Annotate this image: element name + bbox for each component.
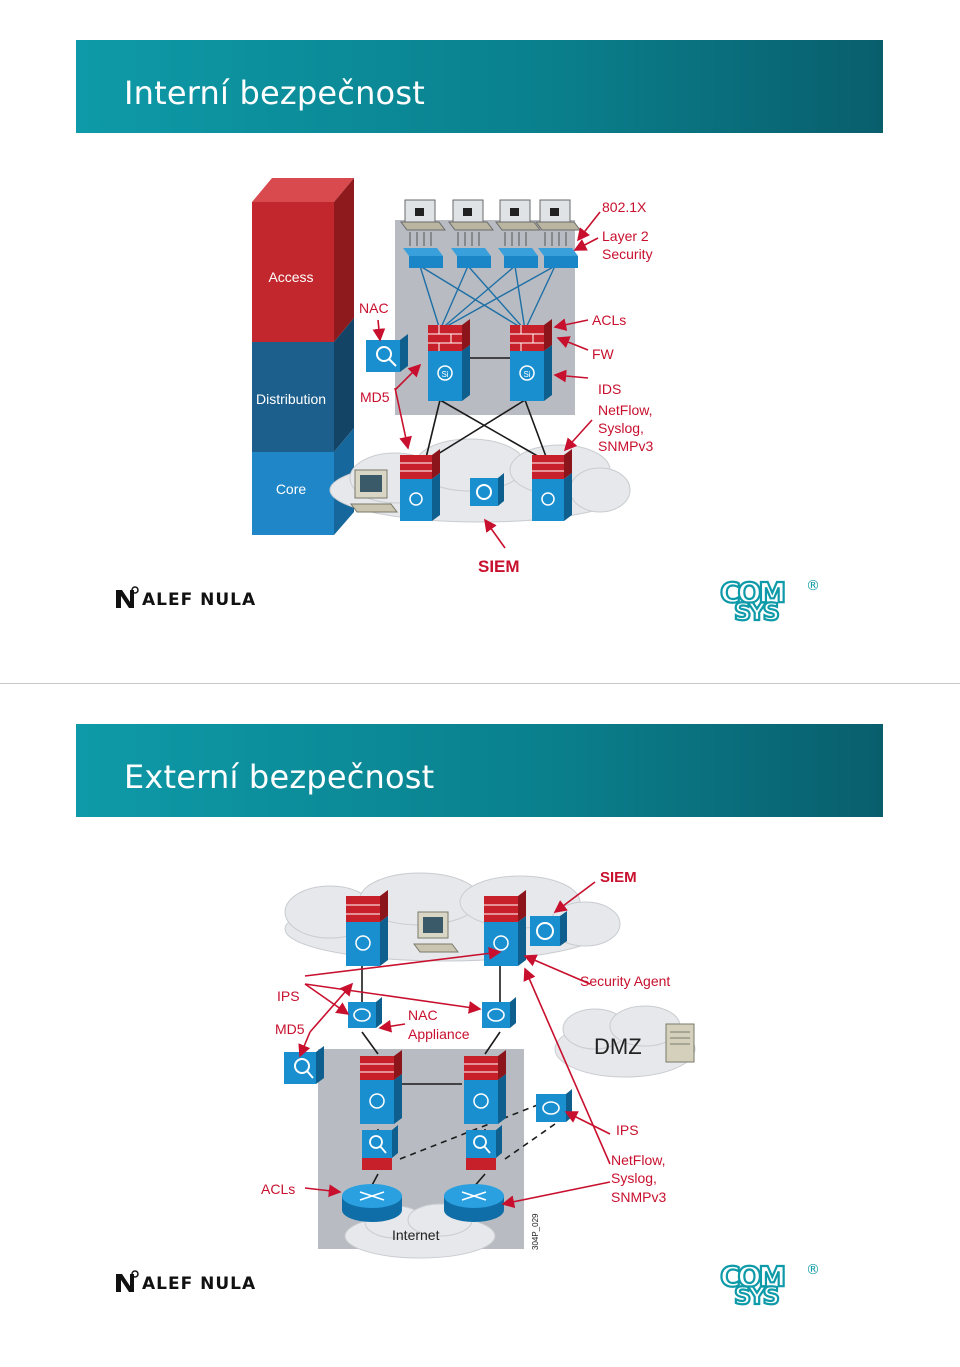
comsys-logo-top: COM (720, 1260, 784, 1293)
label-fw: FW (592, 346, 615, 362)
label-layer2-line1: Layer 2 (602, 228, 649, 244)
svg-text:Si: Si (441, 370, 448, 379)
label-siem: SIEM (600, 869, 637, 886)
annotation-arrows (372, 211, 601, 549)
management-workstation (413, 911, 459, 953)
label-syslog: Syslog, (611, 1170, 657, 1186)
firewall-module-left (362, 1125, 398, 1170)
nac-appliance (284, 1046, 324, 1084)
alef-logo-icon (116, 586, 139, 608)
comsys-registered: ® (806, 1262, 820, 1278)
layer-access-label: Access (268, 269, 313, 285)
alef-logo-text: ALEF NULA (142, 1274, 257, 1294)
dmz-ips-module (536, 1089, 572, 1122)
management-workstation (350, 469, 398, 513)
comsys-logo-bottom: SYS (734, 598, 779, 624)
dmz-server (665, 1023, 695, 1063)
svg-text:Si: Si (523, 370, 530, 379)
title-bar: Externí bezpečnost (76, 724, 883, 817)
label-syslog: Syslog, (598, 420, 644, 436)
label-security-agent: Security Agent (580, 973, 670, 989)
label-layer2-line2: Security (602, 246, 653, 262)
layer-distribution-label: Distribution (256, 391, 326, 407)
annotation-arrows (298, 881, 611, 1209)
title-bar: Interní bezpečnost (76, 40, 883, 133)
ips-module-right (482, 997, 516, 1028)
siem-sensor (530, 911, 567, 946)
edge-router-left (342, 1184, 402, 1222)
layer-stack (252, 178, 354, 535)
label-snmpv3: SNMPv3 (598, 438, 653, 454)
label-ids: IDS (598, 381, 621, 397)
label-ips-left: IPS (277, 988, 300, 1004)
label-dmz: DMZ (594, 1034, 642, 1059)
comsys-logo: COM SYS ® (719, 575, 820, 624)
ips-module-left (348, 997, 382, 1028)
internal-security-diagram: Access Distribution Core (252, 178, 653, 576)
label-acls: ACLs (592, 312, 626, 328)
label-acls: ACLs (261, 1181, 295, 1197)
alef-logo-text: ALEF NULA (142, 590, 257, 610)
distribution-switch-right: Si (510, 319, 552, 401)
label-md5: MD5 (360, 389, 390, 405)
access-uplinks (419, 265, 556, 331)
dmz-links (399, 1103, 556, 1160)
slide-title: Externí bezpečnost (124, 758, 435, 796)
edge-router-right (444, 1184, 504, 1222)
alef-logo-icon (116, 1270, 139, 1292)
layer-core-label: Core (276, 481, 307, 497)
label-snmpv3: SNMPv3 (611, 1189, 666, 1205)
label-internet: Internet (392, 1227, 440, 1243)
external-security-diagram: SIEM Security Agent IPS MD5 NAC Applianc… (261, 869, 696, 1259)
distribution-switch-left (360, 1050, 402, 1124)
comsys-logo-top: COM (720, 576, 784, 609)
label-ips-right: IPS (616, 1122, 639, 1138)
comsys-registered: ® (806, 578, 820, 594)
label-netflow: NetFlow, (611, 1152, 665, 1168)
nac-appliance (366, 334, 408, 372)
ids-sensor (470, 473, 504, 506)
figure-code: 304P_029 (531, 1213, 540, 1250)
firewall-module-right (466, 1125, 502, 1170)
distribution-switch-left: Si (428, 319, 470, 401)
core-switch-left (346, 890, 388, 966)
label-nac-line2: Appliance (408, 1026, 470, 1042)
label-nac-line1: NAC (408, 1007, 438, 1023)
comsys-logo: COM SYS ® (719, 1259, 820, 1308)
label-nac: NAC (359, 300, 389, 316)
slide-external-security: Externí bezpečnost (0, 684, 960, 1367)
label-md5: MD5 (275, 1021, 305, 1037)
label-netflow: NetFlow, (598, 402, 652, 418)
dmz-cloud (554, 1005, 696, 1078)
core-switch-right (532, 449, 572, 521)
distribution-switch-right (464, 1050, 506, 1124)
slide-internal-security: Interní bezpečnost Access Distribution C… (0, 40, 960, 684)
label-siem: SIEM (478, 557, 520, 576)
network-links (424, 357, 549, 463)
comsys-logo-bottom: SYS (734, 1282, 779, 1308)
core-switch-right (484, 890, 526, 966)
slide-title: Interní bezpečnost (124, 74, 425, 112)
label-802-1x: 802.1X (602, 199, 647, 215)
core-switch-left (400, 449, 440, 521)
